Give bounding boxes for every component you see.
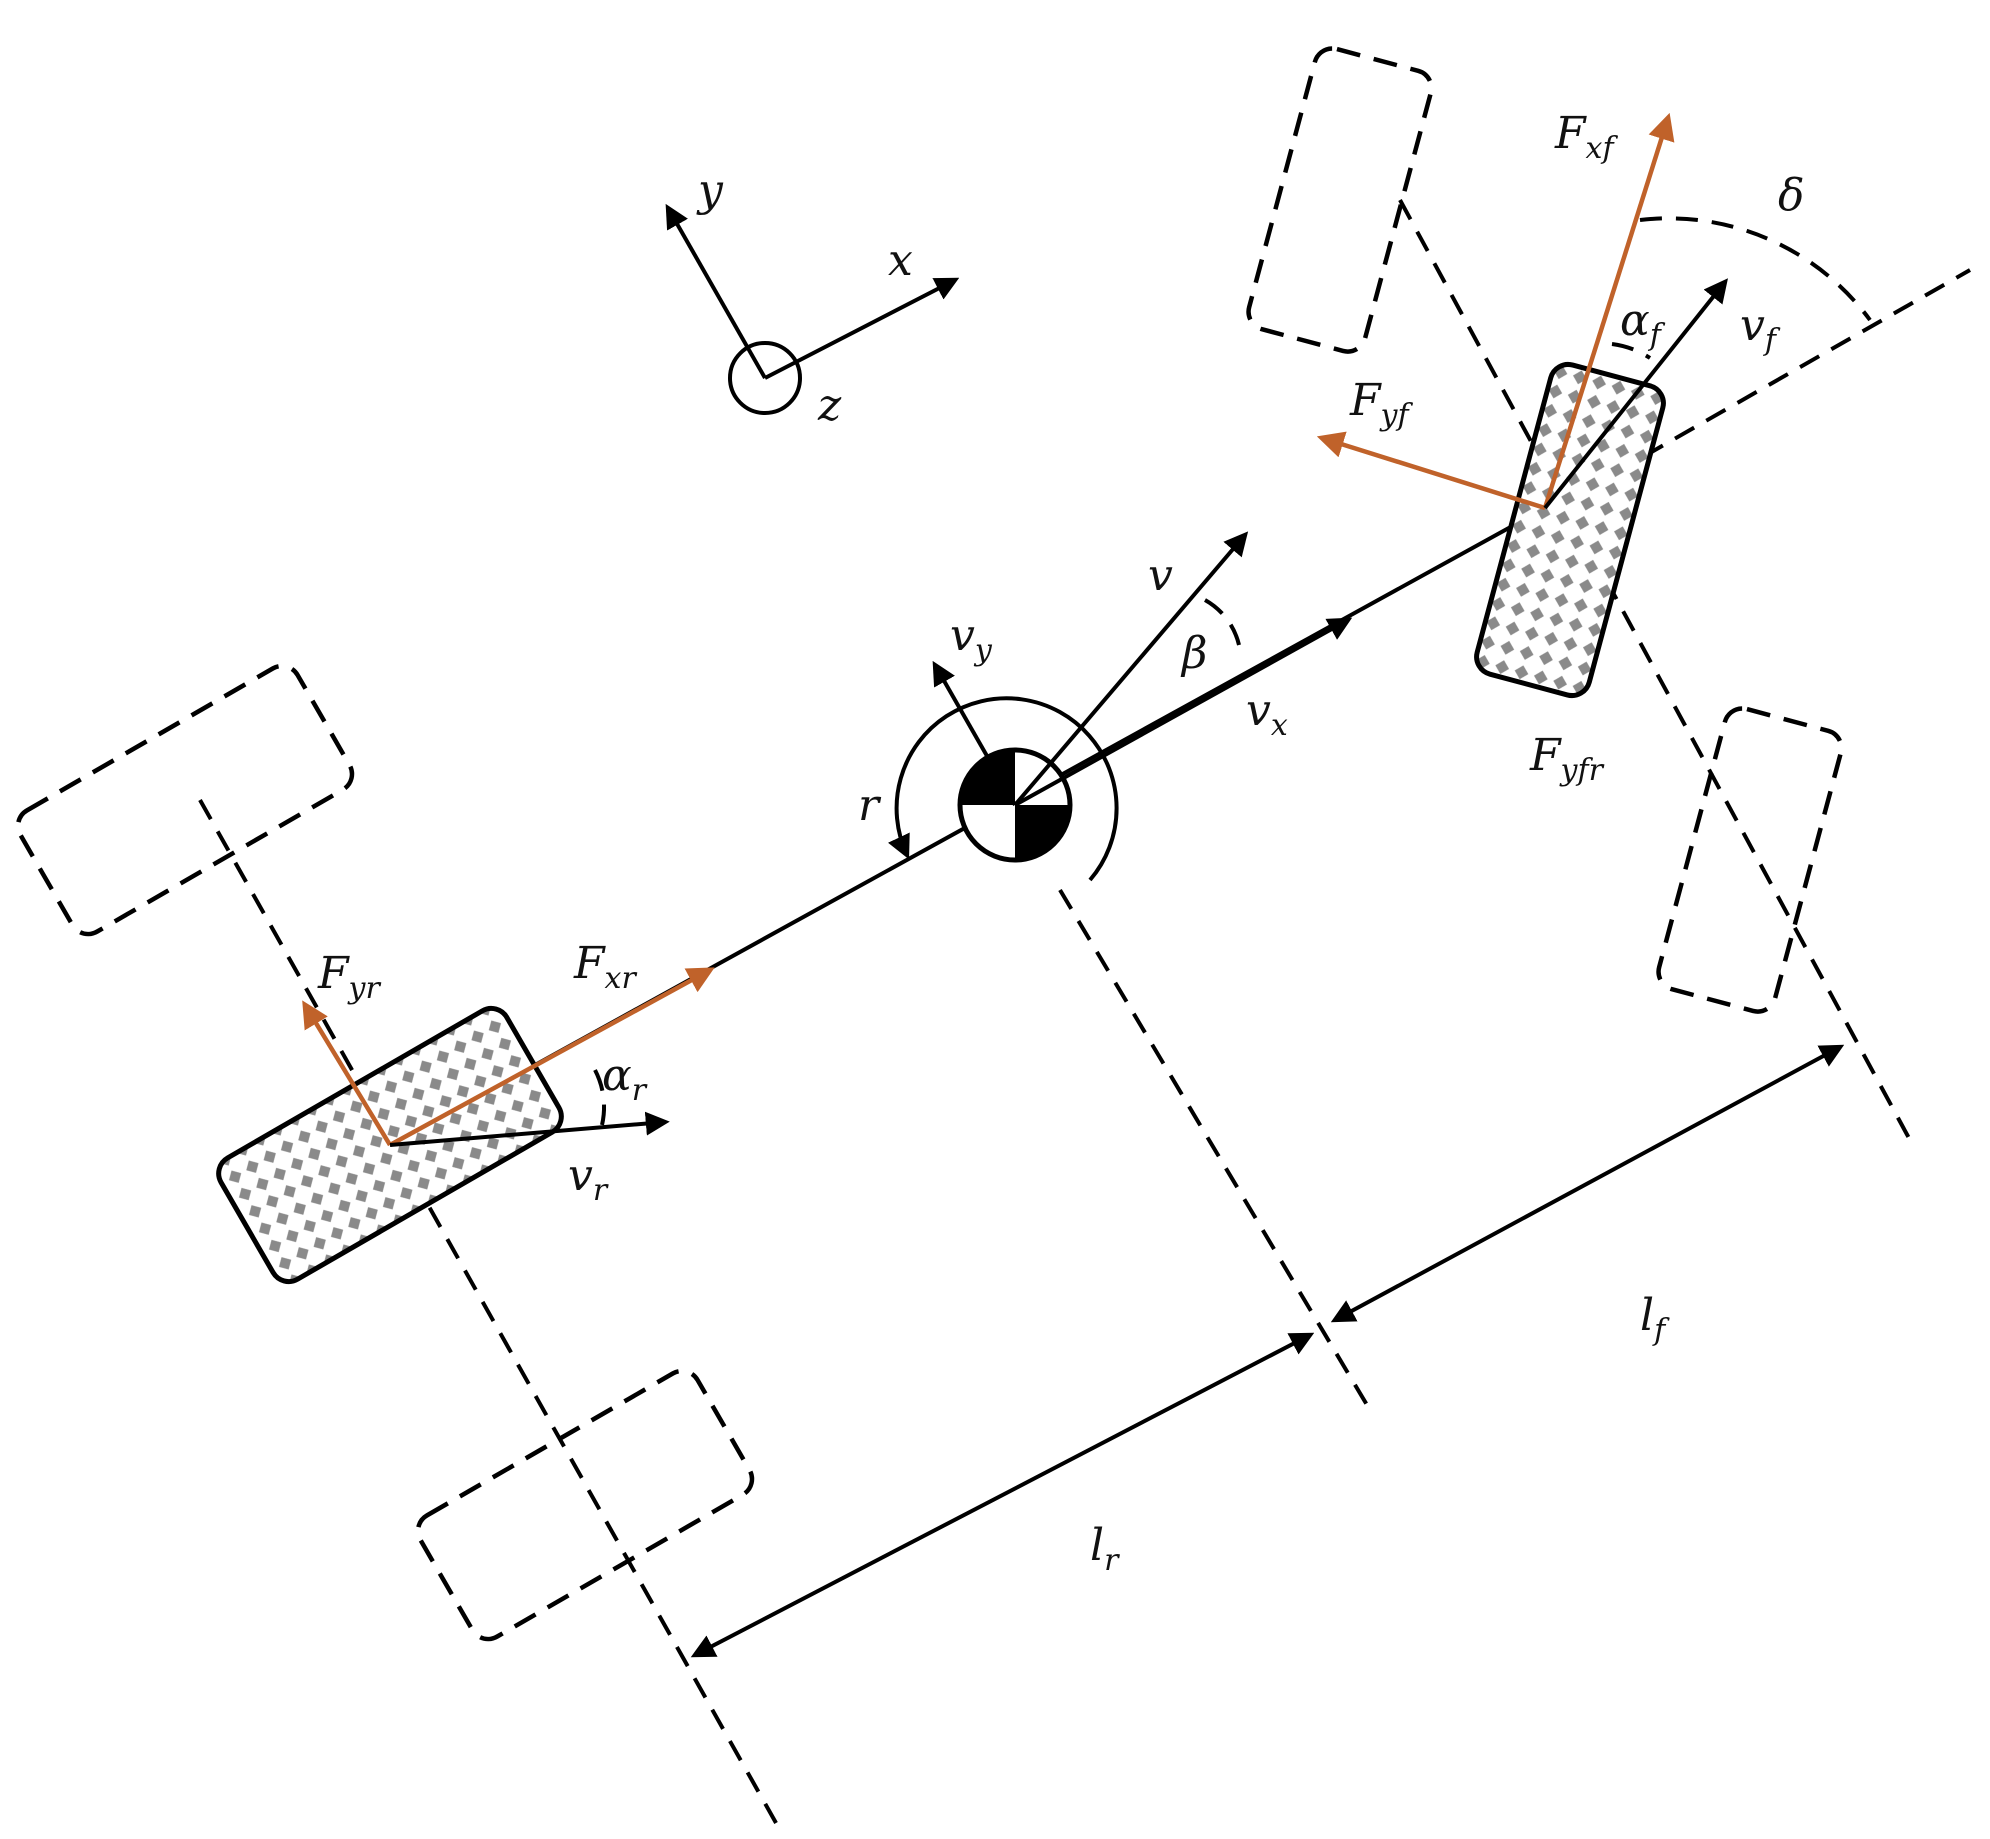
Fxr-arrow: [388, 967, 715, 1147]
delta-angle-arc: [1639, 216, 1872, 322]
label-v: v: [1148, 550, 1173, 601]
label-alpha-r: αr: [602, 1050, 648, 1108]
alpha-r-arc: [593, 1069, 606, 1126]
axis-label-x: x: [888, 235, 913, 286]
label-vx: vx: [1246, 685, 1288, 743]
label-Fxr: Fxr: [573, 938, 637, 996]
ghost-wheel-front-right: [1656, 706, 1844, 1014]
z-axis-circle: [728, 341, 802, 415]
label-lr: lr: [1090, 1520, 1120, 1578]
lr-dimension-arrow: [690, 1332, 1315, 1658]
axis-label-y: y: [696, 165, 724, 216]
label-Fyfr: Fyfr: [1529, 730, 1605, 788]
label-vf: vf: [1740, 300, 1781, 358]
vf-arrow: [1543, 278, 1728, 510]
ghost-wheel-rear-right: [415, 1368, 755, 1642]
cg-reference-line: [1058, 888, 1372, 1412]
yaw-rate-arc: [888, 696, 1119, 882]
y-axis-arrow: [665, 203, 767, 379]
label-Fyf: Fyf: [1349, 375, 1413, 433]
label-beta: β: [1180, 628, 1207, 679]
label-delta: δ: [1778, 170, 1805, 221]
x-axis-arrow: [764, 277, 960, 380]
label-r: r: [858, 780, 882, 831]
ghost-wheel-front-left: [1246, 46, 1434, 354]
alpha-f-arc: [1611, 342, 1652, 360]
vx-arrow: [1014, 617, 1353, 807]
label-lf: lf: [1640, 1290, 1670, 1348]
vr-arrow: [389, 1111, 670, 1147]
lf-dimension-arrow: [1330, 1044, 1845, 1323]
Fxf-arrow: [1542, 112, 1675, 509]
rear-axle-line: [198, 799, 782, 1831]
ghost-wheel-rear-left: [15, 663, 355, 937]
vy-arrow: [932, 660, 1017, 806]
axis-label-z: z: [817, 380, 842, 431]
label-Fyr: Fyr: [317, 948, 381, 1006]
label-Fxf: Fxf: [1554, 108, 1618, 166]
v-arrow: [1013, 531, 1249, 807]
label-vy: vy: [950, 610, 993, 668]
front-tyre: [1474, 361, 1666, 699]
label-vr: vr: [568, 1150, 609, 1208]
Fyf-arrow: [1316, 431, 1546, 511]
label-alpha-f: αf: [1620, 295, 1666, 353]
Fyr-arrow: [302, 1000, 392, 1147]
beta-angle-arc: [1204, 598, 1242, 651]
